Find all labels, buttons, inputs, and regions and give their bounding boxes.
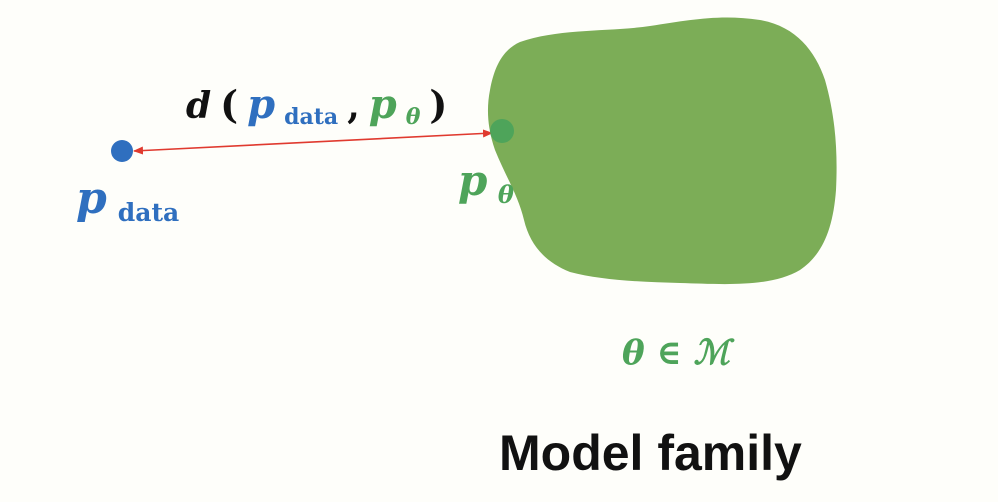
data-point-label: p data xyxy=(76,173,179,227)
distance-close-paren: ) xyxy=(429,82,447,127)
model-point-label: p θ xyxy=(458,156,514,209)
model-point xyxy=(490,119,514,143)
distance-func: d xyxy=(186,85,211,127)
distance-arrow xyxy=(133,129,493,155)
distance-ptheta-subscript: θ xyxy=(406,104,421,130)
data-point xyxy=(111,140,133,162)
membership-label: θ ∈ ℳ xyxy=(622,333,736,373)
data-point-letter: p xyxy=(76,173,107,224)
model-point-subscript: θ xyxy=(498,180,514,209)
caption: Model family xyxy=(499,425,802,481)
distance-pdata-subscript: data xyxy=(284,104,338,130)
distance-open-paren: ( xyxy=(220,82,238,127)
distance-pdata-letter: p xyxy=(247,81,275,128)
distance-comma: , xyxy=(347,85,360,127)
distance-ptheta-letter: p xyxy=(369,81,397,128)
data-point-subscript: data xyxy=(118,198,179,227)
model-point-letter: p xyxy=(458,156,487,205)
distance-label: d ( p data , p θ ) xyxy=(186,81,447,132)
model-family-region xyxy=(487,17,837,285)
